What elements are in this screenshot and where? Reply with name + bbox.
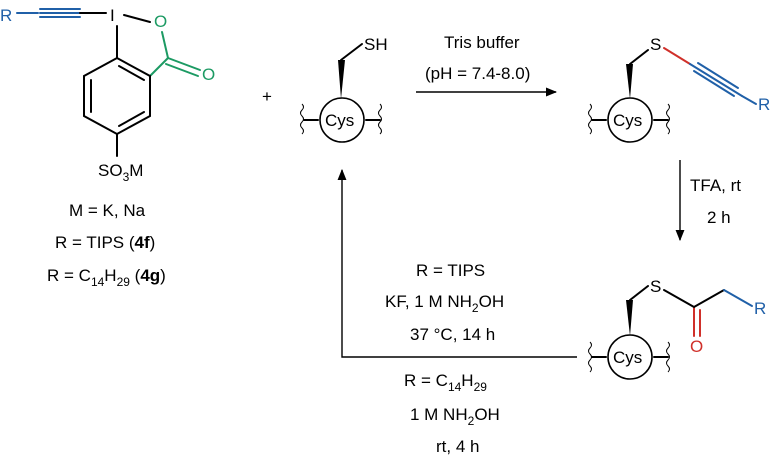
cys1-wavy-right bbox=[378, 103, 382, 135]
cys1-sh-label: SH bbox=[364, 35, 388, 54]
reagent-ring-inner-1 bbox=[118, 65, 145, 81]
product2-o-label: O bbox=[690, 337, 703, 356]
reagent-r-label: R bbox=[0, 6, 12, 25]
reagent-c-o-double-2 bbox=[165, 63, 199, 77]
product1-alkyne-lower bbox=[693, 70, 735, 97]
cys3-wavy-right bbox=[666, 341, 670, 373]
reagent-sulfonate-label: SO3M bbox=[98, 161, 143, 184]
reagent-c-o-double-1 bbox=[167, 57, 201, 71]
reagent-i-label: I bbox=[110, 6, 115, 25]
cys1-wavy-left bbox=[300, 103, 304, 135]
step2-line1: TFA, rt bbox=[690, 176, 741, 195]
reagent-i-o-bond bbox=[123, 14, 151, 23]
cys3-wedge-bond bbox=[626, 300, 633, 336]
product1-r-bond bbox=[741, 95, 757, 105]
step1-line2: (pH = 7.4-8.0) bbox=[425, 64, 530, 83]
cys2-wavy-right bbox=[666, 103, 670, 135]
cys1-ch2-s-bond bbox=[340, 43, 363, 61]
product1-r-label: R bbox=[758, 95, 770, 114]
product1-s-c-bond bbox=[663, 47, 691, 65]
reagent-ring-inner-2 bbox=[118, 111, 145, 127]
step1-line1: Tris buffer bbox=[444, 33, 520, 52]
reagent-o-ring-label: O bbox=[154, 12, 167, 31]
reagent-o-c-bond bbox=[161, 31, 169, 59]
cys2-ch2-s-bond bbox=[629, 49, 649, 65]
product1-alkyne-upper bbox=[697, 62, 739, 89]
reagent-o-carbonyl-label: O bbox=[202, 65, 215, 84]
step3-line1: R = TIPS bbox=[416, 261, 485, 280]
step3-line5: 1 M NH2OH bbox=[410, 405, 500, 428]
cys2-label: Cys bbox=[613, 111, 642, 130]
product2-s-label: S bbox=[650, 277, 661, 296]
cys3-ch2-s-bond bbox=[629, 285, 649, 301]
arrow-step3 bbox=[337, 168, 577, 358]
cys1-wedge-bond bbox=[338, 60, 345, 99]
cys3-label: Cys bbox=[613, 348, 642, 367]
product2-s-c-bond bbox=[663, 289, 695, 308]
product2-ch2-r-bond bbox=[723, 289, 753, 307]
plus-sign: + bbox=[262, 87, 272, 106]
product-thioalkyne: Cys S R bbox=[588, 35, 770, 143]
ebx-reagent: R I O O SO3M bbox=[0, 6, 215, 184]
product1-alkyne-center bbox=[689, 63, 743, 97]
cys2-wedge-bond bbox=[626, 64, 633, 99]
step3-line3: 37 °C, 14 h bbox=[410, 325, 495, 344]
cys1-label: Cys bbox=[325, 111, 354, 130]
reagent-tips-line: R = TIPS (4f) bbox=[55, 233, 155, 252]
step3-line4: R = C14H29 bbox=[404, 371, 487, 394]
step2-line2: 2 h bbox=[707, 208, 731, 227]
reagent-metal-line: M = K, Na bbox=[69, 201, 146, 220]
reagent-c14-line: R = C14H29 (4g) bbox=[47, 266, 166, 289]
product1-s-label: S bbox=[650, 35, 661, 54]
cysteine-thiol: Cys SH bbox=[300, 35, 388, 143]
product2-c-ch2-bond bbox=[693, 289, 725, 308]
product-thioester: Cys S O R bbox=[588, 277, 766, 380]
reagent-c-ring-bond bbox=[149, 57, 169, 77]
product2-r-label: R bbox=[754, 299, 766, 318]
cys2-wavy-left bbox=[588, 103, 592, 135]
step3-line6: rt, 4 h bbox=[436, 437, 479, 456]
reagent-benzene-ring bbox=[83, 56, 151, 136]
cys1-circle bbox=[319, 97, 365, 143]
step3-line2: KF, 1 M NH2OH bbox=[385, 292, 504, 315]
